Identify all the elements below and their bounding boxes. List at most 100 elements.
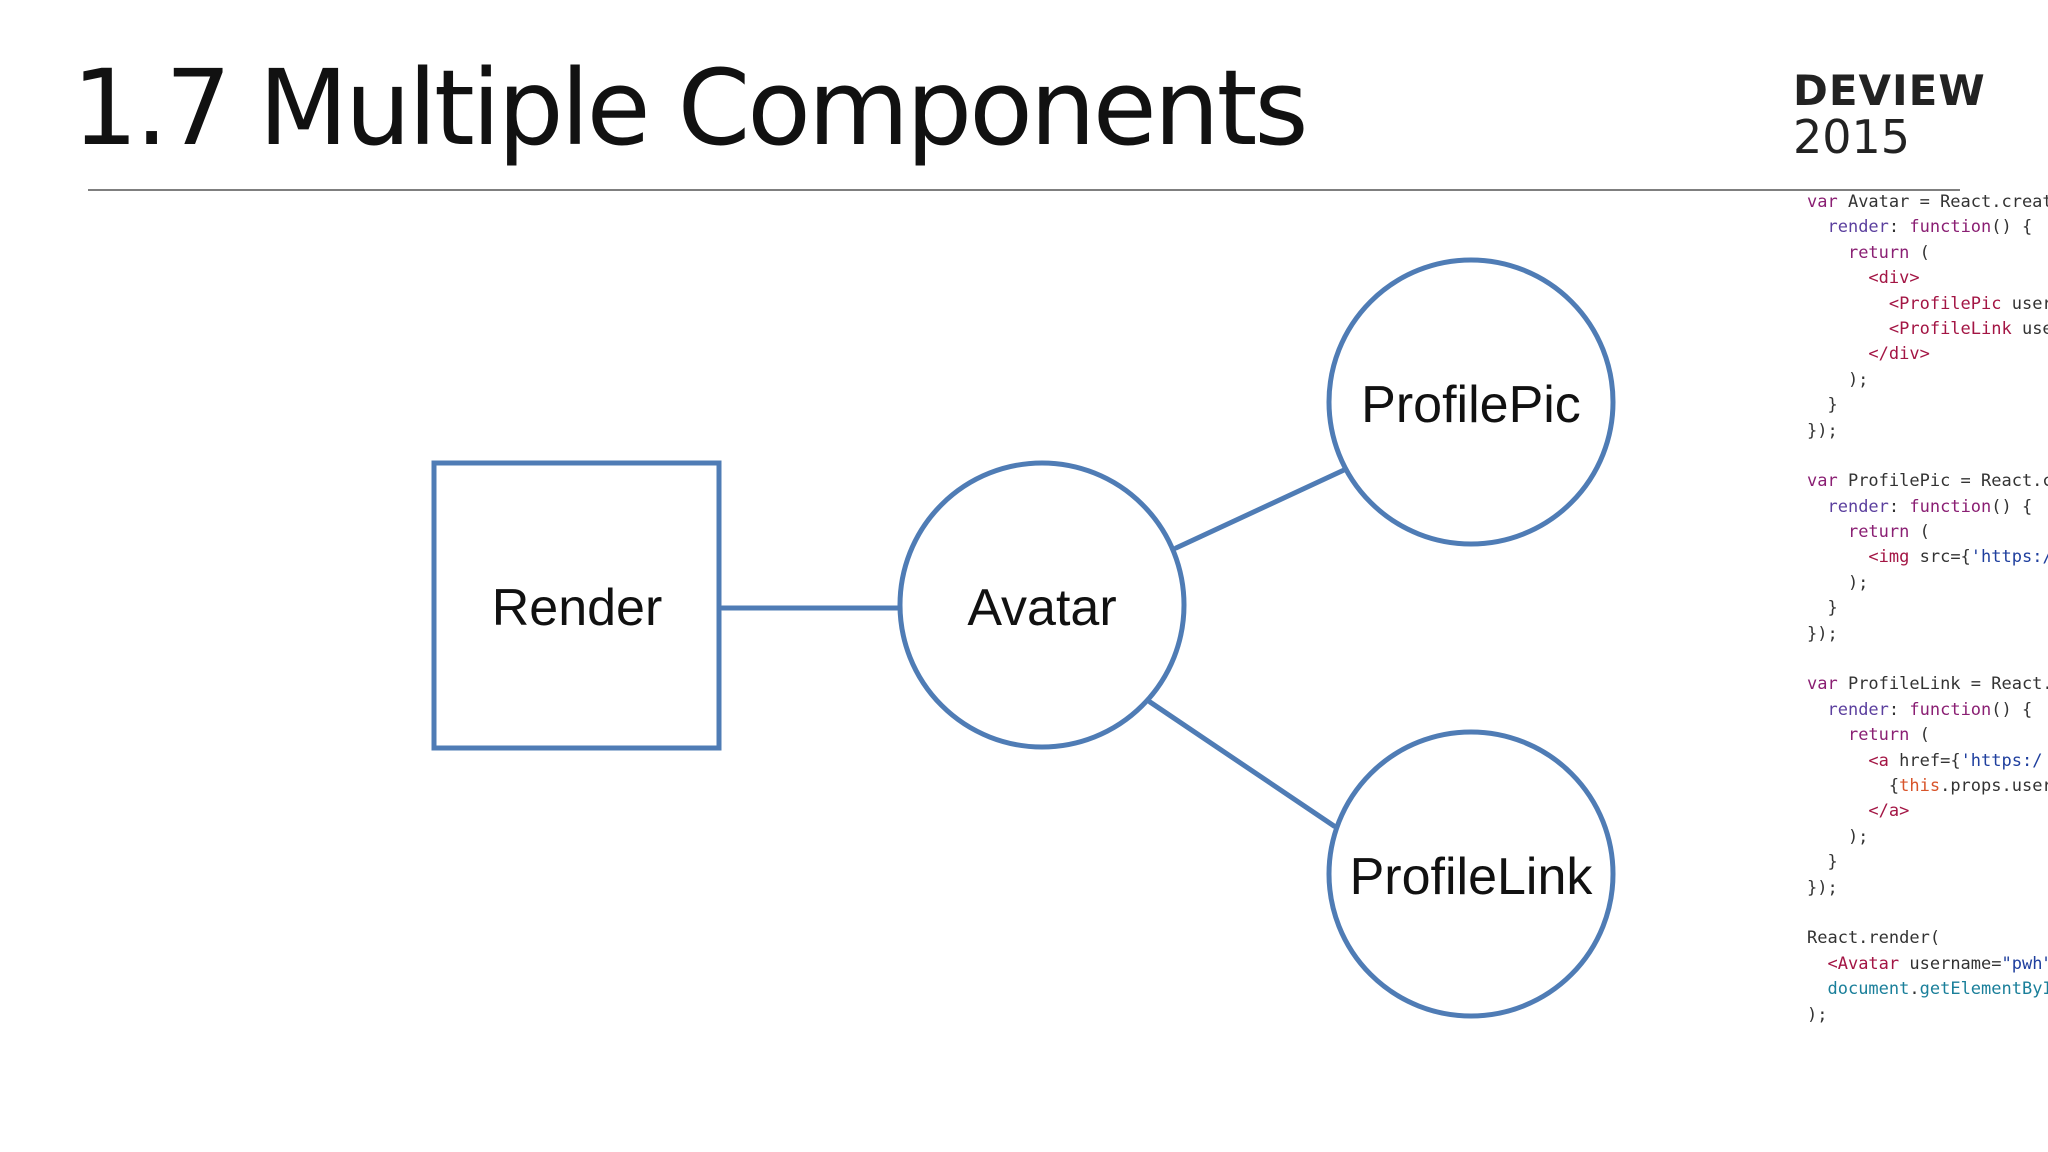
code-token: [1807, 294, 1889, 314]
deview-logo: DEVIEW 2015: [1793, 66, 1986, 164]
code-token: () {: [1991, 699, 2033, 720]
code-line: });: [1807, 622, 2048, 647]
code-line: var Avatar = React.creat: [1807, 190, 2048, 215]
render-label: Render: [492, 579, 663, 637]
code-line: </a>: [1807, 799, 2048, 824]
logo-name: DEVIEW: [1793, 66, 1986, 115]
code-token: );: [1807, 572, 1869, 593]
code-token: "pwh": [2001, 953, 2048, 974]
code-token: });: [1807, 623, 1838, 644]
code-token: render: [1827, 217, 1889, 238]
code-line: });: [1807, 876, 2048, 901]
code-token: username=: [1909, 953, 2002, 974]
code-token: <Avatar: [1827, 953, 1910, 974]
code-token: <ProfileLink: [1888, 318, 2022, 339]
code-line: });: [1807, 419, 2048, 444]
code-token: return: [1847, 242, 1910, 263]
code-token: use: [2021, 318, 2048, 339]
code-line: }: [1807, 393, 2048, 418]
code-token: });: [1807, 420, 1838, 441]
code-token: <img: [1868, 547, 1920, 568]
code-line: </div>: [1807, 342, 2048, 367]
code-line: <a href={'https:/: [1807, 749, 2048, 774]
code-token: 'https:/: [1970, 547, 2048, 568]
code-token: () {: [1991, 217, 2033, 238]
component-diagram: Render Avatar ProfilePic ProfileLink: [431, 257, 1616, 1019]
code-line: );: [1807, 1003, 2048, 1028]
code-line: var ProfilePic = React.c: [1807, 469, 2048, 494]
edge-avatar-profilepic: [1173, 467, 1347, 551]
code-token: [1807, 319, 1889, 339]
code-line: [1807, 901, 2048, 926]
code-token: [1807, 522, 1848, 542]
code-line: return (: [1807, 723, 2048, 748]
code-token: document: [1827, 979, 1910, 1000]
code-line: );: [1807, 368, 2048, 393]
code-token: <ProfilePic: [1888, 293, 2012, 314]
code-token: [1807, 497, 1827, 517]
code-token: [1807, 344, 1868, 364]
avatar-node: [897, 460, 1187, 750]
profilelink-node: [1326, 729, 1616, 1019]
code-token: .props.user: [1940, 775, 2048, 796]
code-token: [1807, 801, 1868, 821]
code-line: return (: [1807, 241, 2048, 266]
code-token: }: [1807, 598, 1838, 619]
code-line: [1807, 647, 2048, 672]
code-line: <img src={'https:/: [1807, 545, 2048, 570]
code-token: [1807, 700, 1827, 720]
code-token: 'https:/: [1960, 750, 2043, 771]
code-line: {this.props.user: [1807, 774, 2048, 799]
code-token: href={: [1899, 750, 1961, 771]
code-token: [1807, 725, 1848, 745]
profilelink-label: ProfileLink: [1350, 848, 1594, 906]
code-token: return: [1847, 725, 1910, 746]
code-token: var: [1807, 192, 1848, 212]
code-token: (: [1909, 522, 1930, 543]
code-line: <div>: [1807, 266, 2048, 291]
profilepic-label: ProfilePic: [1361, 376, 1581, 434]
code-line: var ProfileLink = React.: [1807, 672, 2048, 697]
code-token: render: [1827, 496, 1889, 517]
code-line: );: [1807, 825, 2048, 850]
code-line: return (: [1807, 520, 2048, 545]
edge-avatar-profilelink: [1147, 699, 1337, 829]
code-line: );: [1807, 571, 2048, 596]
code-token: ProfileLink = React.: [1847, 674, 2048, 695]
code-token: user: [2011, 293, 2048, 314]
code-token: );: [1807, 826, 1869, 847]
code-token: [1807, 979, 1827, 999]
code-token: }: [1807, 852, 1838, 873]
code-token: }: [1807, 395, 1838, 416]
code-token: var: [1807, 674, 1848, 695]
code-token: this: [1899, 775, 1941, 796]
code-token: function: [1909, 217, 1992, 238]
code-token: </div>: [1868, 344, 1930, 365]
code-line: }: [1807, 596, 2048, 621]
code-token: (: [1909, 725, 1930, 746]
code-token: (: [1909, 242, 1930, 263]
logo-year: 2015: [1793, 110, 1911, 164]
code-token: [1807, 751, 1868, 771]
code-line: render: function() {: [1807, 215, 2048, 240]
code-token: [1807, 547, 1868, 567]
code-token: Avatar = React.creat: [1847, 192, 2048, 212]
code-token: [1807, 243, 1848, 263]
code-token: <div>: [1868, 268, 1920, 289]
code-token: render: [1827, 699, 1889, 720]
code-token: return: [1847, 522, 1910, 543]
code-line: <ProfileLink use: [1807, 317, 2048, 342]
code-token: () {: [1991, 496, 2033, 517]
code-line: [1807, 444, 2048, 469]
code-token: getElementByI: [1919, 979, 2048, 1000]
code-line: <Avatar username="pwh": [1807, 952, 2048, 977]
code-line: <ProfilePic user: [1807, 292, 2048, 317]
code-line: document.getElementByI: [1807, 977, 2048, 1002]
slide-title: 1.7 Multiple Components: [72, 47, 1309, 169]
code-token: );: [1807, 1004, 1828, 1025]
code-token: :: [1888, 496, 1910, 517]
profilepic-node: [1326, 257, 1616, 547]
code-line: render: function() {: [1807, 698, 2048, 723]
render-node: [431, 460, 722, 751]
code-token: ProfilePic = React.c: [1847, 471, 2048, 492]
